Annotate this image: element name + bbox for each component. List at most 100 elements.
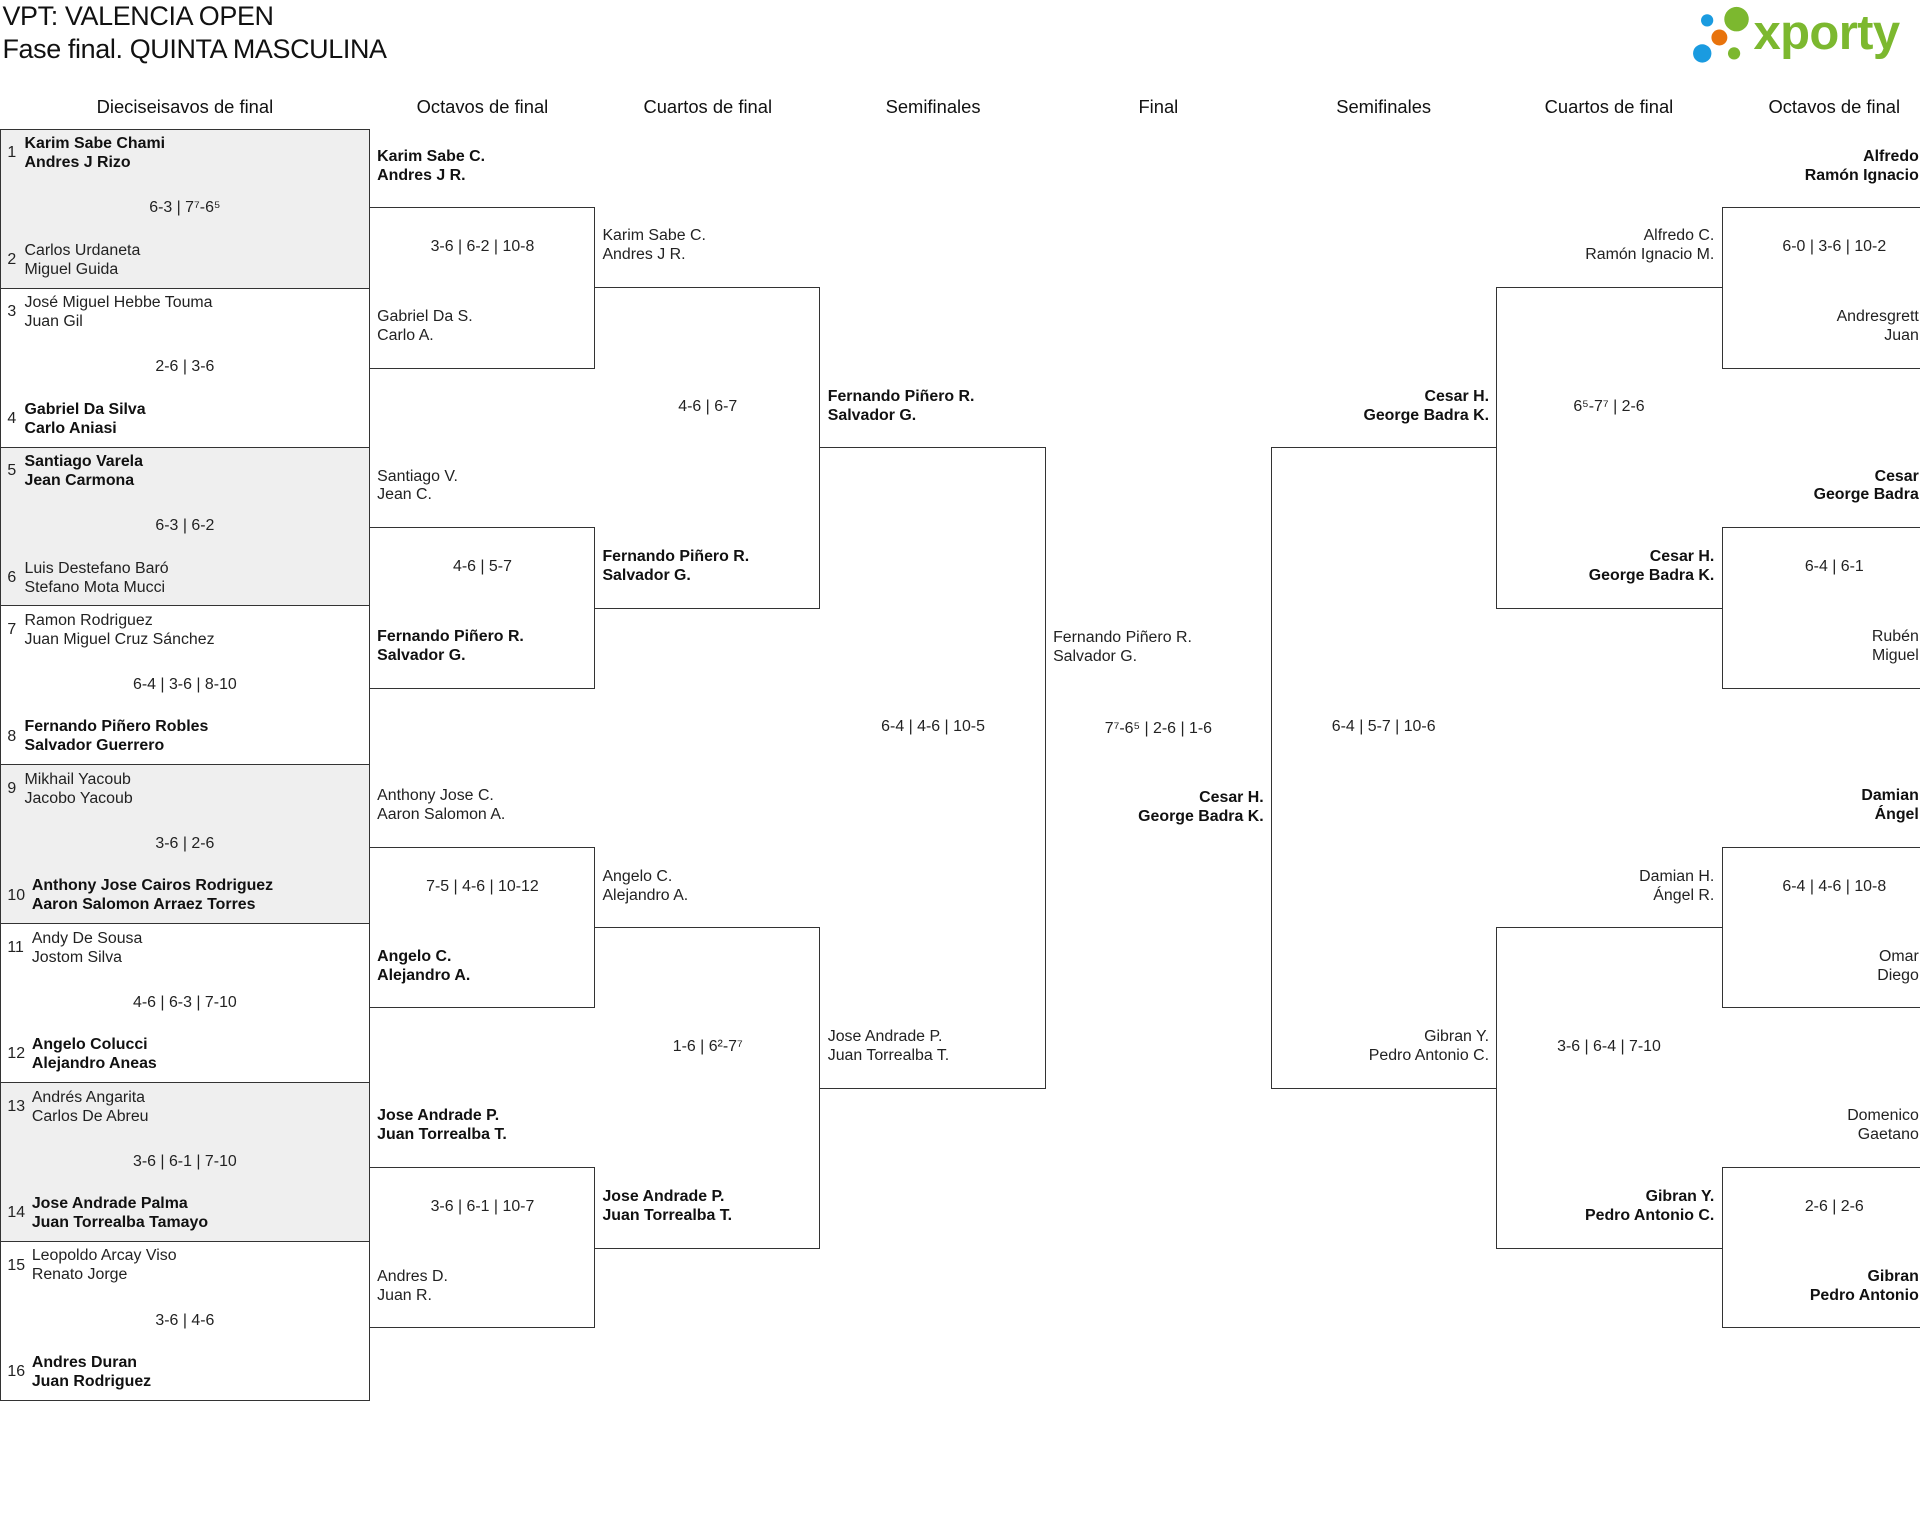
player-name: Jean C. — [377, 486, 432, 504]
player-name: Santiago Varela — [24, 453, 143, 471]
match-box — [0, 447, 370, 607]
player-name: Andres D. — [377, 1267, 448, 1285]
team-entry[interactable]: Karim Sabe C.Andres J R. — [602, 227, 705, 265]
player-name: Juan Torrealba T. — [827, 1046, 950, 1064]
player-name: George Badra K. — [1138, 808, 1264, 826]
team-entry[interactable]: Angelo C.Alejandro A. — [602, 868, 688, 906]
team-entry[interactable]: Fernando Piñero R.Salvador G. — [1053, 629, 1192, 667]
team-entry[interactable]: Jose Andrade P.Juan Torrealba T. — [828, 1028, 949, 1066]
player-name: Damian H. — [1639, 867, 1715, 885]
team-entry[interactable]: Gibran Y.Pedro Antonio C. — [1585, 1188, 1714, 1226]
match-score: 4-6 | 5-7 — [452, 557, 512, 575]
player-name: Damian — [1861, 787, 1919, 805]
team-entry[interactable]: Damian H.Ángel R. — [1639, 868, 1714, 906]
player-name: Leopoldo Arcay Viso — [31, 1247, 177, 1265]
team-entry[interactable]: Andres D.Juan R. — [377, 1268, 448, 1306]
round-header: Octavos de final — [1768, 95, 1901, 117]
match-box — [0, 288, 370, 448]
player-name: Cesar H. — [1199, 789, 1264, 807]
team-entry[interactable]: Cesar H.George Badra K. — [1589, 548, 1715, 586]
team-entry[interactable]: Jose Andrade P.Juan Torrealba T. — [602, 1188, 732, 1226]
player-name: Carlos De Abreu — [31, 1107, 149, 1125]
player-name: Gabriel Da S. — [377, 307, 473, 325]
match-score: 6-0 | 3-6 | 10-2 — [1782, 237, 1887, 255]
team-entry[interactable]: Cesar H.George Badra K. — [1363, 388, 1489, 426]
player-name: Stefano Mota Mucci — [24, 578, 166, 596]
team-entry[interactable]: Santiago V.Jean C. — [377, 468, 458, 506]
player-name: Fernando Piñero Robles — [24, 718, 209, 736]
player-name: Jose Andrade P. — [827, 1027, 943, 1045]
seed-number: 13 — [7, 1097, 26, 1115]
logo-dots-icon — [1692, 7, 1749, 64]
player-name: Ramón Ignacio M. — [1585, 246, 1715, 264]
player-name: Fernando Piñero R. — [602, 547, 750, 565]
match-box — [0, 606, 370, 766]
round-header: Dieciseisavos de final — [96, 95, 274, 117]
player-name: Alejandro A. — [602, 886, 689, 904]
final-score: 7⁷-6⁵ | 2-6 | 1-6 — [1104, 719, 1212, 737]
team-entry[interactable]: Angelo C.Alejandro A. — [377, 948, 470, 986]
seed-number: 12 — [7, 1045, 26, 1063]
team-entry[interactable]: Gibran Y.Pedro Antonio C. — [1369, 1028, 1489, 1066]
round-header: Cuartos de final — [1544, 95, 1674, 117]
seed-number: 1 — [7, 144, 17, 162]
match-box — [595, 926, 821, 1249]
team-entry[interactable]: Cesar H.George Badra K. — [1138, 789, 1264, 827]
xporty-logo[interactable]: xporty — [1690, 2, 1918, 68]
team-entry[interactable]: Anthony Jose C.Aaron Salomon A. — [377, 787, 505, 825]
match-score: 4-6 | 6-7 — [678, 397, 738, 415]
match-score: 4-6 | 6-3 | 7-10 — [133, 993, 237, 1011]
team-entry[interactable]: Gabriel Da S.Carlo A. — [377, 308, 472, 346]
player-name: Pedro Antonio — [1809, 1286, 1919, 1304]
team-entry[interactable]: Jose Andrade P.Juan Torrealba T. — [377, 1107, 507, 1145]
team-entry[interactable]: Fernando Piñero R.Salvador G. — [377, 628, 524, 666]
team-entry[interactable]: Alfredo C.Ramón Ignacio M. — [1585, 227, 1714, 265]
player-name: Mikhail Yacoub — [24, 770, 131, 788]
team-entry[interactable]: Fernando Piñero R.Salvador G. — [602, 548, 749, 586]
match-score: 2-6 | 2-6 — [1804, 1197, 1864, 1215]
player-name: Fernando Piñero R. — [1053, 628, 1192, 646]
player-name: Carlo Aniasi — [24, 419, 117, 437]
player-name: Fernando Piñero R. — [377, 627, 524, 645]
match-score: 6-4 | 4-6 | 10-8 — [1782, 877, 1887, 895]
team-entry[interactable]: Karim Sabe C.Andres J R. — [377, 148, 485, 186]
seed-number: 7 — [7, 621, 17, 639]
match-score: 6⁵-7⁷ | 2-6 — [1573, 397, 1645, 415]
match-box — [369, 846, 596, 1009]
match-score: 3-6 | 6-4 | 7-10 — [1557, 1038, 1661, 1056]
match-box — [0, 1241, 370, 1401]
player-name: Gaetano — [1857, 1126, 1919, 1144]
team-entry[interactable]: Fernando Piñero R.Salvador G. — [828, 388, 975, 426]
logo-text: xporty — [1753, 5, 1900, 60]
player-name: Ángel R. — [1653, 886, 1715, 904]
match-box — [0, 1083, 370, 1242]
player-name: Karim Sabe Chami — [24, 135, 166, 153]
player-name: Renato Jorge — [31, 1266, 128, 1284]
player-name: Alejandro A. — [377, 966, 471, 984]
player-name: Angelo C. — [377, 947, 452, 965]
